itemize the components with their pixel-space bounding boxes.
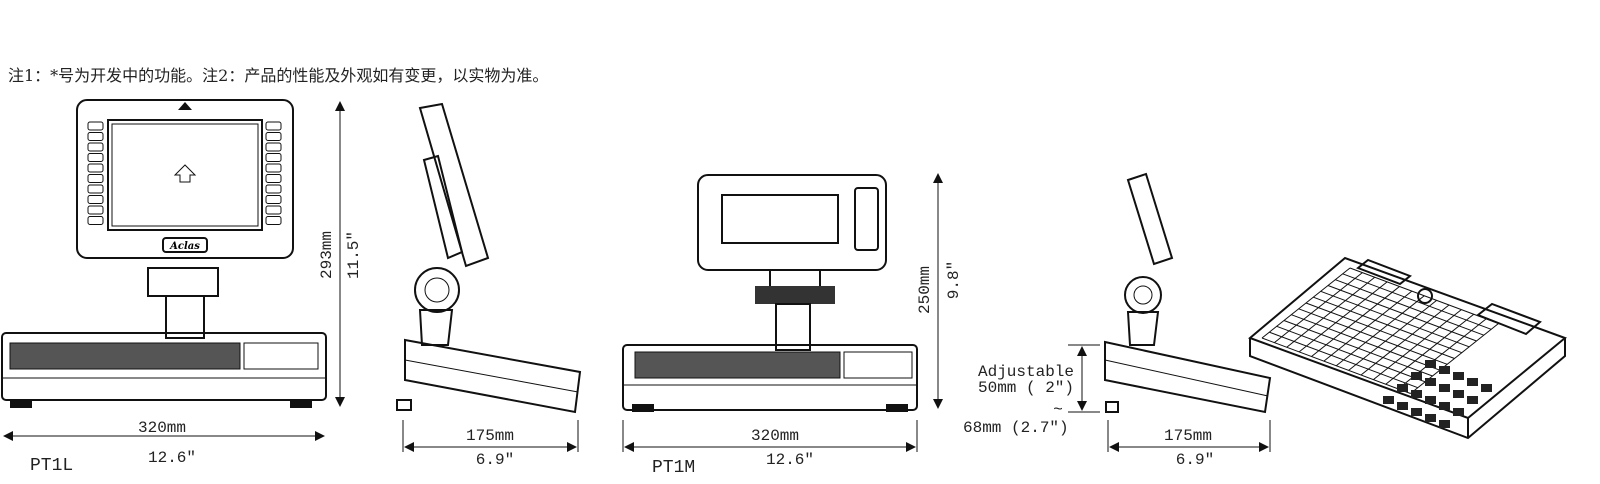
side-key xyxy=(87,184,104,194)
side-key xyxy=(87,132,104,141)
side-key xyxy=(265,121,282,131)
side-key xyxy=(265,195,282,204)
numeric-key xyxy=(1397,402,1408,410)
numeric-key xyxy=(1411,372,1422,380)
pt1l-height-in: 11.5″ xyxy=(345,231,363,279)
numeric-key xyxy=(1397,384,1408,392)
key-grid-line xyxy=(1274,272,1363,344)
pt1m-side-view: Adjustable 50mm ( 2″) ~ 68mm (2.7″) 175m… xyxy=(963,172,1272,469)
numeric-key xyxy=(1453,408,1464,416)
numeric-key xyxy=(1411,408,1422,416)
numeric-key xyxy=(1453,390,1464,398)
side-key xyxy=(87,195,104,204)
numeric-key xyxy=(1467,396,1478,404)
side-key xyxy=(265,205,282,215)
side-key xyxy=(265,184,282,194)
pt1m-width-in: 12.6″ xyxy=(766,451,814,469)
side-key xyxy=(87,121,104,131)
key-grid-line xyxy=(1410,323,1499,394)
aclas-logo: Aclas xyxy=(169,241,200,252)
numeric-key xyxy=(1439,366,1450,374)
numeric-key xyxy=(1439,402,1450,410)
key-grid-line xyxy=(1261,267,1351,339)
side-key xyxy=(265,216,282,225)
key-grid-line xyxy=(1348,299,1437,371)
pt1m-front-view: 250mm 9.8″ 320mm 12.6″ PT1M xyxy=(622,173,963,478)
numeric-key xyxy=(1439,420,1450,428)
side-key xyxy=(265,153,282,162)
adjustable-label: Adjustable xyxy=(978,363,1074,381)
numeric-key xyxy=(1439,384,1450,392)
pt1l-model-label: PT1L xyxy=(30,456,73,476)
side-key xyxy=(87,153,104,162)
numeric-key xyxy=(1425,396,1436,404)
side-key xyxy=(87,205,104,215)
numeric-key xyxy=(1425,360,1436,368)
key-grid-line xyxy=(1286,276,1376,348)
numeric-key xyxy=(1467,378,1478,386)
key-grid-line xyxy=(1335,295,1425,367)
side-key xyxy=(87,216,104,225)
numeric-key xyxy=(1411,390,1422,398)
pt1m-height-mm: 250mm xyxy=(916,266,934,314)
pt1l-front-view: Aclas 293mm 11.5″ 320mm 12.6″ PT1L xyxy=(1,99,363,476)
pt1m-height-in: 9.8″ xyxy=(945,261,963,299)
pt1l-width-in: 12.6″ xyxy=(148,449,196,467)
side-key xyxy=(265,132,282,141)
side-key xyxy=(265,163,282,173)
pt1l-depth-in: 6.9″ xyxy=(476,451,514,469)
numeric-key xyxy=(1425,378,1436,386)
footnote: 注1：*号为开发中的功能。注2：产品的性能及外观如有变更，以实物为准。 xyxy=(8,66,549,85)
key-grid-line xyxy=(1323,290,1413,362)
adjustable-tilde: ~ xyxy=(1053,401,1063,419)
pt1l-side-view: 175mm 6.9″ xyxy=(396,102,582,469)
pt1m-model-label: PT1M xyxy=(652,458,695,478)
key-grid-line xyxy=(1298,281,1388,353)
key-grid-line xyxy=(1360,304,1450,376)
numeric-key xyxy=(1383,396,1394,404)
side-key xyxy=(265,174,282,183)
side-key xyxy=(87,142,104,152)
numeric-key xyxy=(1453,372,1464,380)
pt1m-depth-in: 6.9″ xyxy=(1176,451,1214,469)
numeric-key xyxy=(1481,384,1492,392)
pt1m-depth-mm: 175mm xyxy=(1164,427,1212,445)
numeric-key xyxy=(1425,414,1436,422)
adjustable-max: 68mm (2.7″) xyxy=(963,419,1069,437)
side-key xyxy=(87,174,104,183)
key-grid-line xyxy=(1311,286,1400,357)
keyboard-isometric-view xyxy=(1248,256,1567,440)
pt1m-width-mm: 320mm xyxy=(751,427,799,445)
adjustable-min: 50mm ( 2″) xyxy=(978,379,1074,397)
pt1l-height-mm: 293mm xyxy=(318,231,336,279)
pt1l-width-mm: 320mm xyxy=(138,419,186,437)
key-grid-line xyxy=(1373,309,1462,381)
pt1l-depth-mm: 175mm xyxy=(466,427,514,445)
side-key xyxy=(87,163,104,173)
key-grid-line xyxy=(1385,313,1475,385)
side-key xyxy=(265,142,282,152)
